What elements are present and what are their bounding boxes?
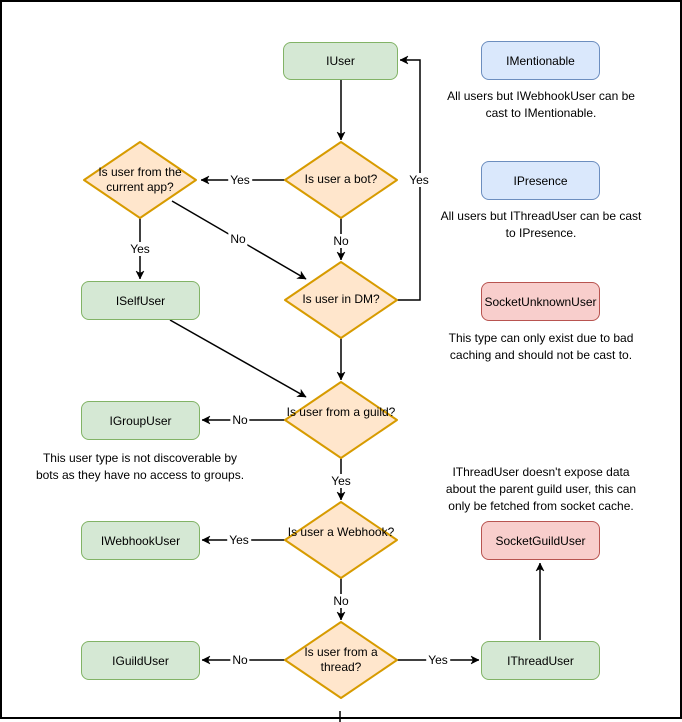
decision-is-bot-label: Is user a bot? (304, 172, 378, 186)
caption-ipresence: All users but IThreadUser can be cast to… (440, 209, 642, 240)
edge-label-webhook-yes: Yes (227, 533, 251, 547)
edge-label-guild-no: No (230, 413, 250, 427)
decision-is-dm-shape (284, 261, 398, 339)
node-socketguilduser: SocketGuildUser (481, 521, 600, 560)
node-imentionable: IMentionable (481, 41, 600, 80)
node-ithreaduser: IThreadUser (481, 641, 600, 680)
node-iguilduser-label: IGuildUser (112, 653, 169, 668)
node-iwebhookuser: IWebhookUser (81, 521, 200, 560)
node-igroupuser: IGroupUser (81, 401, 200, 440)
decision-is-current-app-label: Is user from the current app? (98, 165, 182, 194)
node-iwebhookuser-label: IWebhookUser (100, 533, 181, 548)
node-imentionable-label: IMentionable (506, 53, 575, 68)
edge-label-current-app-yes: Yes (128, 242, 152, 256)
decision-is-webhook-label: Is user a Webhook? (287, 525, 395, 539)
decision-is-dm-label: Is user in DM? (302, 292, 380, 306)
node-iuser-label: IUser (326, 54, 355, 68)
decision-is-webhook-shape (284, 501, 398, 579)
node-iselfuser-label: ISelfUser (115, 293, 166, 308)
edge-label-guild-yes: Yes (329, 474, 353, 488)
edge-label-webhook-no: No (331, 594, 351, 608)
caption-igroupuser: This user type is not discoverable by bo… (35, 451, 245, 482)
decision-is-thread-label: Is user from a thread? (304, 645, 378, 674)
node-iselfuser: ISelfUser (81, 281, 200, 320)
decision-is-thread-shape (284, 621, 398, 699)
caption-imentionable: All users but IWebhookUser can be cast t… (447, 89, 635, 120)
node-ithreaduser-label: IThreadUser (507, 653, 574, 668)
node-ipresence: IPresence (481, 161, 600, 200)
node-iguilduser: IGuildUser (81, 641, 200, 680)
decision-is-guild-shape (284, 381, 398, 459)
caption-socketunknownuser: This type can only exist due to bad cach… (448, 331, 634, 362)
edge-selfuser-to-guild (169, 319, 307, 398)
edge-label-current-app-no: No (228, 232, 248, 246)
edge-label-bot-no: No (331, 234, 351, 248)
node-socketguilduser-label: SocketGuildUser (495, 533, 586, 548)
node-ipresence-label: IPresence (513, 173, 568, 188)
node-socketunknownuser: SocketUnknownUser (481, 282, 600, 321)
edge-label-thread-no: No (230, 653, 250, 667)
node-iuser: IUser (283, 42, 398, 80)
decision-is-guild-label: Is user from a guild? (286, 405, 396, 419)
node-igroupuser-label: IGroupUser (109, 413, 172, 428)
node-socketunknownuser-label: SocketUnknownUser (484, 294, 597, 309)
caption-ithreaduser: IThreadUser doesn't expose data about th… (445, 465, 637, 513)
decision-is-current-app-shape (83, 141, 197, 219)
decision-is-bot-shape (284, 141, 398, 219)
edge-label-dm-yes: Yes (407, 173, 431, 187)
edge-label-thread-yes: Yes (426, 653, 450, 667)
edge-label-bot-yes: Yes (228, 173, 252, 187)
